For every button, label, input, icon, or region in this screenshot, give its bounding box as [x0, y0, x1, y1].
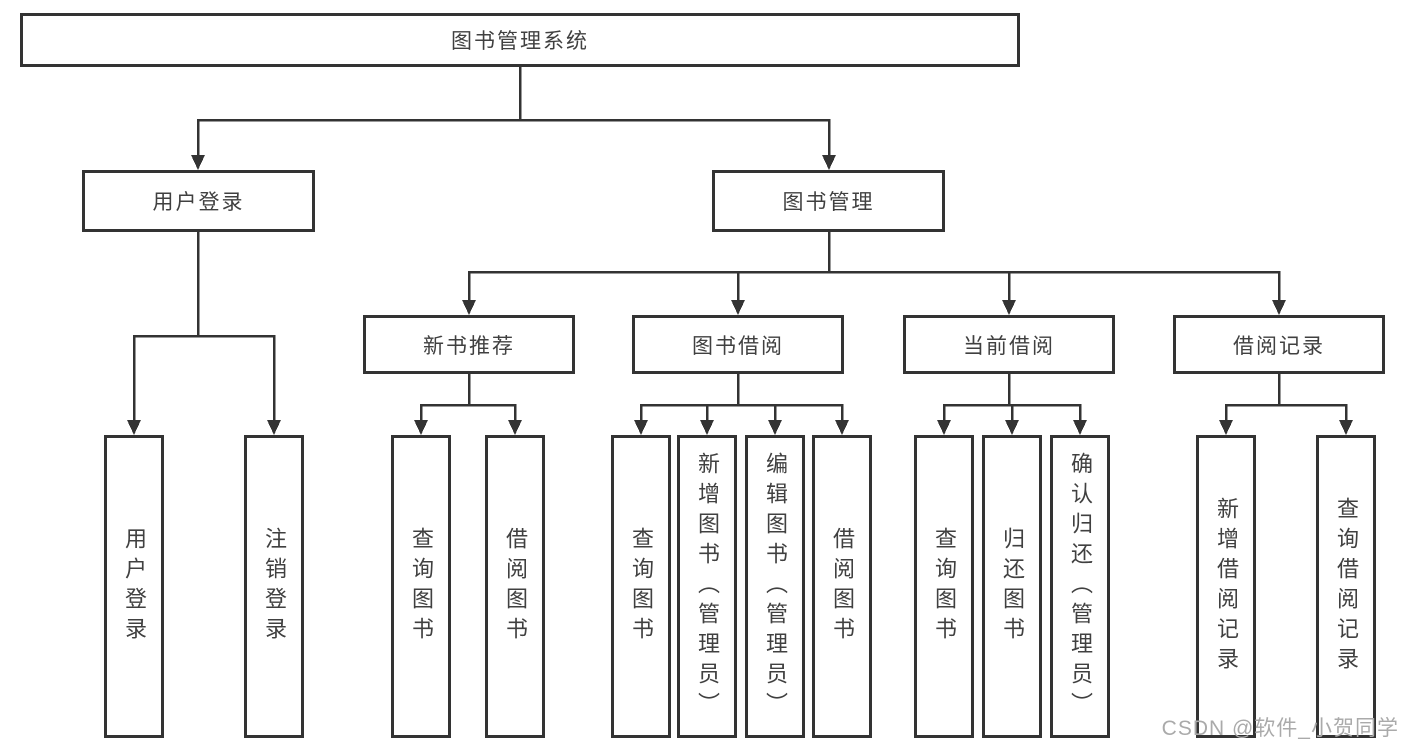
connector-book-borrow-to-leaves — [634, 374, 849, 435]
leaf-borrow-books-recommend-label: 借阅图书 — [503, 526, 528, 647]
connector-new-book-to-leaves — [414, 374, 522, 435]
leaf-user-login-label: 用户登录 — [122, 526, 147, 647]
leaf-confirm-return-admin-label: 确认归还（管理员） — [1068, 451, 1093, 722]
node-library-management-system: 图书管理系统 — [20, 13, 1020, 67]
leaf-logout: 注销登录 — [244, 435, 304, 738]
node-book-management: 图书管理 — [712, 170, 945, 232]
leaf-query-books-borrow: 查询图书 — [611, 435, 671, 738]
leaf-confirm-return-admin: 确认归还（管理员） — [1050, 435, 1110, 738]
leaf-add-borrow-record-label: 新增借阅记录 — [1214, 496, 1239, 677]
connector-user-login-to-leaves — [127, 232, 281, 435]
leaf-edit-books-admin-label: 编辑图书（管理员） — [763, 451, 788, 722]
leaf-add-books-admin: 新增图书（管理员） — [677, 435, 737, 738]
leaf-return-books-label: 归还图书 — [1000, 526, 1025, 647]
connector-borrow-records-to-leaves — [1219, 374, 1353, 435]
leaf-query-books-borrow-label: 查询图书 — [629, 526, 654, 647]
leaf-query-books-current-label: 查询图书 — [932, 526, 957, 647]
leaf-borrow-books-label: 借阅图书 — [830, 526, 855, 647]
leaf-query-books-current: 查询图书 — [914, 435, 974, 738]
csdn-watermark: CSDN @软件_小贺同学 — [1161, 717, 1399, 740]
node-current-borrowing: 当前借阅 — [903, 315, 1115, 374]
leaf-borrow-books: 借阅图书 — [812, 435, 872, 738]
leaf-return-books: 归还图书 — [982, 435, 1042, 738]
leaf-borrow-books-recommend: 借阅图书 — [485, 435, 545, 738]
leaf-query-borrow-record-label: 查询借阅记录 — [1334, 496, 1359, 677]
leaf-add-books-admin-label: 新增图书（管理员） — [695, 451, 720, 722]
leaf-user-login: 用户登录 — [104, 435, 164, 738]
leaf-add-borrow-record: 新增借阅记录 — [1196, 435, 1256, 738]
leaf-query-books-recommend-label: 查询图书 — [409, 526, 434, 647]
leaf-query-books-recommend: 查询图书 — [391, 435, 451, 738]
leaf-logout-label: 注销登录 — [262, 526, 287, 647]
node-book-borrowing: 图书借阅 — [632, 315, 844, 374]
connector-book-management-to-level3 — [462, 232, 1286, 315]
leaf-edit-books-admin: 编辑图书（管理员） — [745, 435, 805, 738]
connector-current-borrow-to-leaves — [937, 374, 1087, 435]
node-user-login: 用户登录 — [82, 170, 315, 232]
node-borrowing-records: 借阅记录 — [1173, 315, 1385, 374]
leaf-query-borrow-record: 查询借阅记录 — [1316, 435, 1376, 738]
connector-root-to-level2 — [191, 66, 836, 170]
node-new-book-recommendation: 新书推荐 — [363, 315, 575, 374]
